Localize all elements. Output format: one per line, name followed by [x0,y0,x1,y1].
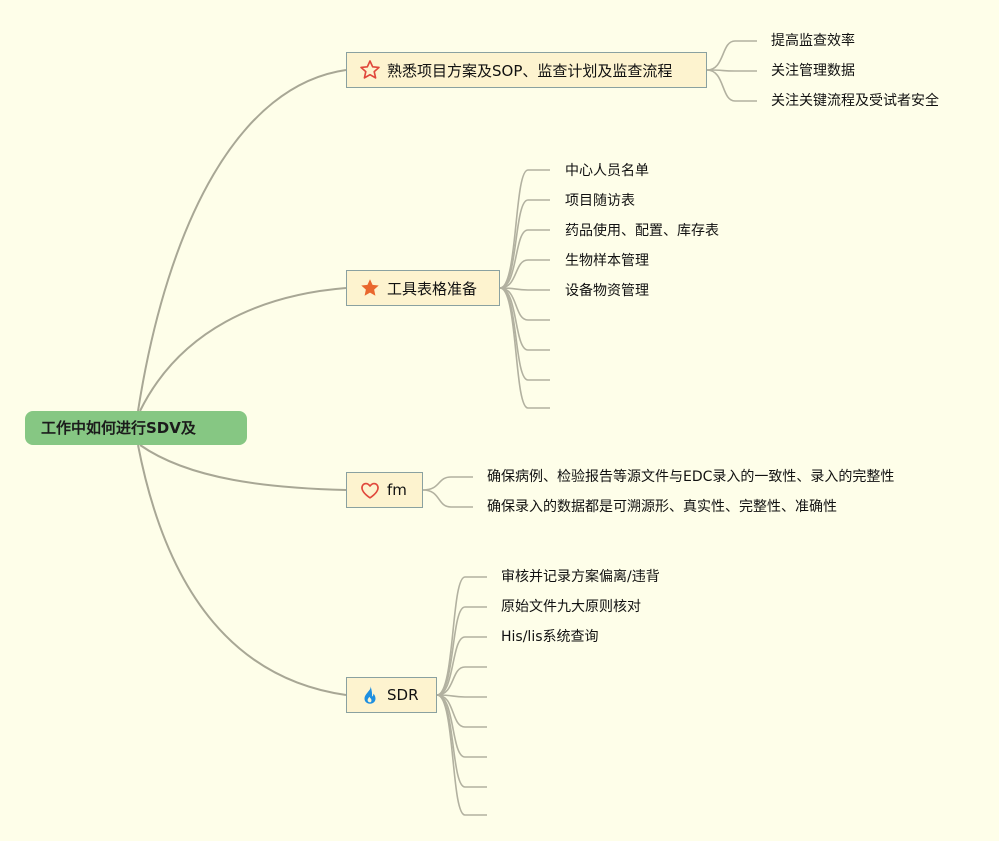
leaf-connector [436,576,487,696]
leaf-connector [499,259,550,289]
root-connector [139,287,347,412]
root-connector [137,69,347,412]
root-connector [137,444,347,696]
leaf-connector [499,229,550,289]
leaf-connector [706,69,757,102]
star-filled-icon [359,277,381,299]
root-topic[interactable]: 工作中如何进行SDV及 [25,411,247,445]
branch-topic-label: 工具表格准备 [387,279,478,298]
leaf-topic[interactable]: 原始文件九大原则核对 [501,599,641,615]
branch-topic-fm[interactable]: fm [346,472,423,508]
leaf-connector [436,606,487,696]
leaf-connector [499,287,550,381]
leaf-topic[interactable]: 关注管理数据 [771,63,855,79]
leaf-topic[interactable]: 设备物资管理 [565,283,649,299]
leaf-topic[interactable]: His/lis系统查询 [501,629,599,645]
branch-topic-plan-sop[interactable]: 熟悉项目方案及SOP、监查计划及监查流程 [346,52,707,88]
root-topic-label: 工作中如何进行SDV及 [41,419,196,437]
leaf-topic[interactable]: 中心人员名单 [565,163,649,179]
leaf-connector [706,40,757,71]
leaf-topic[interactable]: 项目随访表 [565,193,635,209]
leaf-connector [422,489,473,508]
branch-topic-sdr[interactable]: SDR [346,677,437,713]
leaf-topic[interactable]: 提高监查效率 [771,33,855,49]
leaf-topic[interactable]: 审核并记录方案偏离/违背 [501,569,660,585]
leaf-connector [422,476,473,491]
leaf-connector [436,694,487,728]
leaf-topic[interactable]: 关注关键流程及受试者安全 [771,93,939,109]
leaf-topic[interactable]: 生物样本管理 [565,253,649,269]
root-connector [139,444,347,491]
heart-outline-icon [359,479,381,501]
leaf-connector [499,199,550,289]
leaf-topic[interactable]: 确保病例、检验报告等源文件与EDC录入的一致性、录入的完整性 [487,469,895,485]
star-outline-icon [359,59,381,81]
leaf-connector [706,69,757,72]
flame-icon [359,684,381,706]
leaf-connector [436,666,487,696]
leaf-connector [436,694,487,816]
leaf-connector [499,287,550,291]
leaf-connector [436,694,487,788]
leaf-topic[interactable]: 确保录入的数据都是可溯源形、真实性、完整性、准确性 [487,499,837,515]
branch-topic-label: fm [387,481,407,499]
leaf-connector [499,287,550,409]
leaf-connector [499,287,550,321]
leaf-connector [436,694,487,698]
branch-topic-label: SDR [387,686,419,704]
branch-topic-label: 熟悉项目方案及SOP、监查计划及监查流程 [387,61,673,80]
leaf-connector [436,636,487,696]
branch-topic-tool-forms[interactable]: 工具表格准备 [346,270,500,306]
leaf-connector [499,169,550,289]
leaf-topic[interactable]: 药品使用、配置、库存表 [565,223,719,239]
